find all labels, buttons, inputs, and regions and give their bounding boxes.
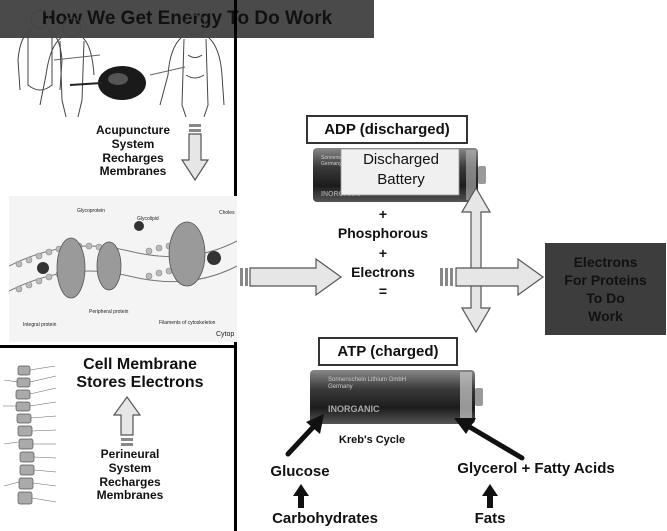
perineural-caption: Perineural System Recharges Membranes: [75, 447, 185, 503]
membrane-label-glycolipid: Glycolipid: [137, 216, 159, 222]
perineural-line-3: Recharges: [99, 474, 161, 489]
cell-membrane-caption: Cell Membrane Stores Electrons: [55, 356, 225, 393]
perineural-line-2: System: [108, 460, 152, 475]
acupuncture-figures-illustration: [17, 9, 225, 117]
discharged-line-2: Battery: [377, 170, 425, 188]
charged-battery-image: Sonnenschein Lithium GmbH Germany INORGA…: [310, 370, 483, 424]
perineural-line-4: Membranes: [96, 488, 164, 503]
carbohydrates-label: Carbohydrates: [255, 510, 395, 527]
membrane-label-cholesterol: Choles: [219, 210, 235, 216]
atp-brand-line-1: Sonnenschein Lithium GmbH: [328, 377, 406, 383]
membrane-label-cyto: Cytop: [216, 331, 234, 338]
acupuncture-line-1: Acupuncture: [95, 123, 170, 137]
discharged-line-1: Discharged: [363, 151, 439, 168]
adp-label-text: ADP (discharged): [324, 121, 450, 138]
membrane-to-equation-arrow: [240, 257, 343, 297]
adp-label-box: ADP (discharged): [306, 115, 468, 144]
atp-brand-bottom: INORGANIC: [328, 404, 380, 414]
left-divider-line-lower: [234, 300, 237, 531]
work-box-line-3: To Do: [586, 290, 625, 306]
battery-brand-line-1: Sonnenschein: [321, 155, 353, 161]
glucose-label: Glucose: [250, 463, 350, 480]
cell-membrane-illustration: Glycoprotein Glycolipid Choles Integral …: [9, 196, 237, 342]
electrons-for-work-box: Electrons For Proteins To Do Work: [545, 243, 666, 335]
membrane-label-filaments: Filaments of cytoskeleton: [159, 320, 216, 326]
discharged-battery-label: Discharged Battery: [342, 150, 460, 189]
membrane-label-glycoprotein: Glycoprotein: [77, 208, 105, 214]
perineural-up-arrow: [112, 395, 142, 446]
perineural-line-1: Perineural: [100, 447, 160, 461]
fats-text: Fats: [474, 510, 506, 527]
membrane-label-peripheral: Peripheral protein: [89, 309, 129, 315]
glycerol-to-atp-arrow: [454, 418, 525, 461]
glucose-text: Glucose: [270, 463, 330, 480]
equation-plus-2: +: [378, 244, 388, 261]
fats-label: Fats: [455, 510, 525, 527]
battery-brand-line-2: Germany: [321, 161, 342, 167]
fats-to-glycerol-arrow: [482, 484, 498, 508]
membrane-caption-line-1: Cell Membrane: [83, 356, 197, 373]
acupuncture-down-arrow: [180, 124, 210, 182]
acupuncture-line-4: Membranes: [99, 164, 167, 179]
equation-equals: =: [378, 283, 388, 300]
vertical-double-arrow: [460, 186, 492, 334]
equation-phosphorous: Phosphorous: [337, 225, 429, 242]
membrane-caption-line-2: Stores Electrons: [76, 374, 204, 392]
carbs-to-glucose-arrow: [293, 484, 309, 508]
horizontal-divider-line: [0, 345, 237, 348]
spine-illustration: [3, 365, 57, 505]
membrane-label-integral: Integral protein: [23, 322, 57, 328]
atp-label-box: ATP (charged): [318, 337, 458, 366]
glycerol-text: Glycerol + Fatty Acids: [457, 460, 615, 477]
work-box-line-2: For Proteins: [564, 271, 647, 288]
carbohydrates-text: Carbohydrates: [272, 510, 378, 527]
glycerol-label: Glycerol + Fatty Acids: [436, 460, 636, 477]
equation-electrons: Electrons: [351, 263, 415, 280]
equation-plus-1: +: [378, 206, 388, 222]
acupuncture-line-2: System: [111, 136, 155, 151]
atp-label-text: ATP (charged): [337, 343, 439, 360]
discharged-battery-image: Sonnenschein Germany INORGANIC: [313, 148, 486, 202]
electrons-to-work-arrow: [440, 257, 545, 297]
atp-brand-line-2: Germany: [328, 384, 353, 390]
glucose-to-atp-arrow: [285, 414, 324, 457]
equation-text: + Phosphorous + Electrons =: [318, 205, 448, 302]
krebs-text: Kreb's Cycle: [338, 434, 406, 446]
work-box-line-1: Electrons: [573, 253, 638, 270]
work-box-line-4: Work: [588, 308, 623, 325]
krebs-cycle-label: Kreb's Cycle: [322, 434, 422, 447]
left-divider-line: [234, 0, 237, 200]
acupuncture-caption: Acupuncture System Recharges Membranes: [78, 123, 188, 179]
acupuncture-line-3: Recharges: [102, 150, 164, 165]
